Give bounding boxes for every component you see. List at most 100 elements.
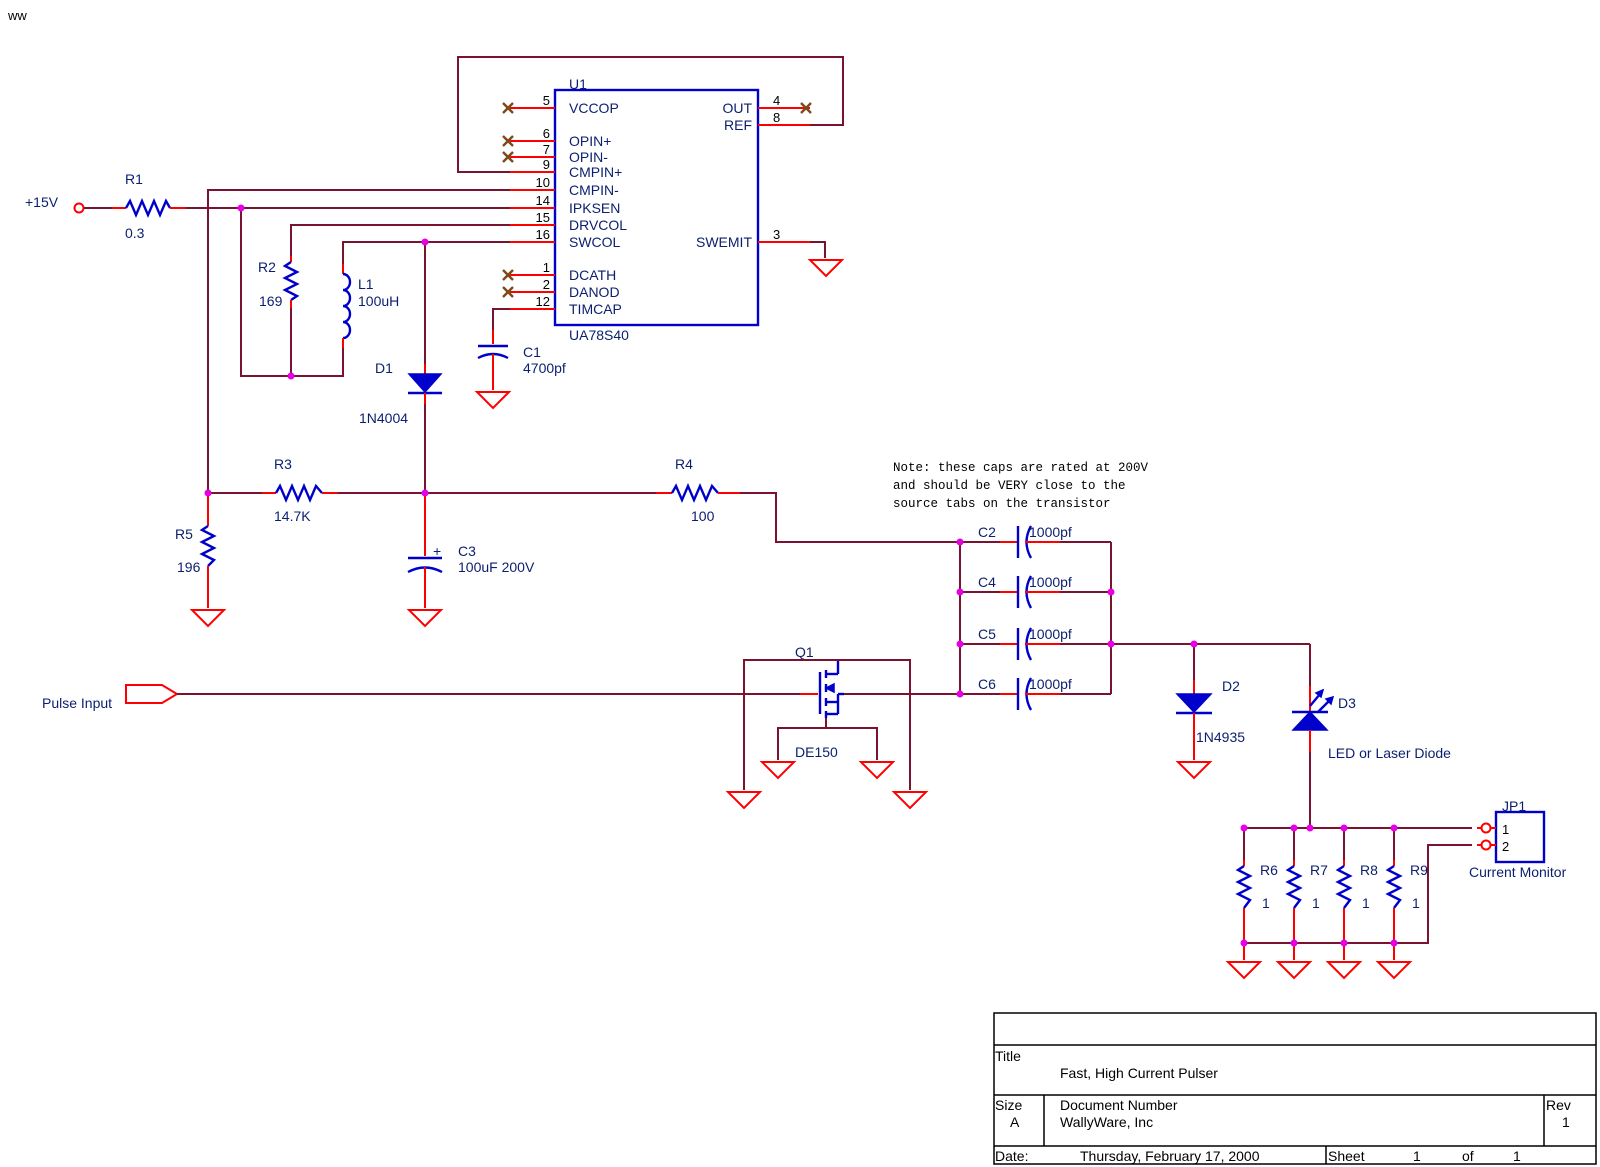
title-value: Fast, High Current Pulser bbox=[1060, 1065, 1218, 1081]
junction-dot bbox=[956, 690, 964, 698]
wire-swcol bbox=[342, 241, 510, 264]
r5-resistor bbox=[199, 525, 217, 567]
u1-pin-number: 9 bbox=[543, 157, 550, 172]
pulse-input-port[interactable] bbox=[125, 684, 179, 704]
ground-q1-c bbox=[725, 791, 763, 810]
note-line-3: source tabs on the transistor bbox=[893, 497, 1111, 511]
u1-pin-name: CMPIN- bbox=[569, 182, 619, 198]
ground-c3 bbox=[406, 609, 444, 628]
u1-pin-name: SWEMIT bbox=[696, 234, 752, 250]
of-label: of bbox=[1462, 1148, 1474, 1164]
r8-ref: R8 bbox=[1360, 862, 1378, 878]
r7-ref: R7 bbox=[1310, 862, 1328, 878]
c3-polarity: + bbox=[433, 543, 441, 559]
q1-value: DE150 bbox=[795, 744, 838, 760]
u1-pin-number: 1 bbox=[543, 260, 550, 275]
size-value: A bbox=[1010, 1114, 1020, 1130]
ground-q1-a bbox=[759, 761, 797, 780]
c4-value: 1000pf bbox=[1029, 574, 1072, 590]
ground-r8 bbox=[1325, 961, 1363, 980]
l1-inductor bbox=[342, 272, 352, 340]
c6-capacitor bbox=[960, 677, 1111, 711]
ground-swemit bbox=[807, 259, 845, 278]
wire-drvcol bbox=[290, 224, 510, 256]
ground-r5 bbox=[189, 609, 227, 628]
junction-dot bbox=[1290, 824, 1298, 832]
u1-pin-name: TIMCAP bbox=[569, 301, 622, 317]
u1-pin-number: 3 bbox=[773, 227, 780, 242]
r9-value: 1 bbox=[1412, 895, 1420, 911]
junction-dot bbox=[237, 204, 245, 212]
u1-pin-name: OPIN- bbox=[569, 149, 608, 165]
wire-sense-bottom bbox=[1244, 844, 1472, 944]
no-connect-markers bbox=[502, 102, 812, 298]
jp1-pin-2[interactable] bbox=[1480, 839, 1492, 851]
r2-value: 169 bbox=[259, 293, 283, 309]
u1-pin-number: 10 bbox=[536, 175, 550, 190]
c1-value: 4700pf bbox=[523, 360, 566, 376]
u1-pin-number: 5 bbox=[543, 93, 550, 108]
u1-pin-number: 8 bbox=[773, 110, 780, 125]
sheet-label: Sheet bbox=[1328, 1148, 1365, 1164]
ground-r7 bbox=[1275, 961, 1313, 980]
docnum-label: Document Number bbox=[1060, 1097, 1178, 1113]
sheet-value: 1 bbox=[1413, 1148, 1421, 1164]
u1-pin-name: IPKSEN bbox=[569, 200, 620, 216]
r6-ref: R6 bbox=[1260, 862, 1278, 878]
junction-dot bbox=[1340, 939, 1348, 947]
d1-diode bbox=[407, 373, 443, 394]
ground-q1-b bbox=[858, 761, 896, 780]
junction-dot bbox=[1340, 824, 1348, 832]
wire-q1-src-right bbox=[838, 659, 911, 790]
vin-label: +15V bbox=[25, 194, 59, 210]
junction-dot bbox=[287, 372, 295, 380]
jp1-pin1-label: 1 bbox=[1502, 822, 1509, 837]
junction-dot bbox=[1390, 939, 1398, 947]
wire-timcap bbox=[492, 308, 510, 330]
ground-r6 bbox=[1225, 961, 1263, 980]
d2-ref: D2 bbox=[1222, 678, 1240, 694]
wire-swemit-gnd bbox=[810, 241, 826, 258]
junction-dot bbox=[1190, 640, 1198, 648]
r5-value: 196 bbox=[177, 559, 201, 575]
junction-dot bbox=[956, 538, 964, 546]
d3-ref: D3 bbox=[1338, 695, 1356, 711]
junction-dot bbox=[1240, 939, 1248, 947]
junction-dot bbox=[1107, 588, 1115, 596]
r4-value: 100 bbox=[691, 508, 715, 524]
vin-port[interactable] bbox=[73, 202, 85, 214]
wire-r4-caps bbox=[740, 492, 957, 543]
l1-value: 100uH bbox=[358, 293, 399, 309]
r2-resistor bbox=[282, 261, 300, 301]
wire-ref-to-cmpin bbox=[457, 56, 844, 173]
u1-pin-number: 6 bbox=[543, 126, 550, 141]
d1-value: 1N4004 bbox=[359, 410, 408, 426]
jp1-value: Current Monitor bbox=[1469, 864, 1567, 880]
r1-resistor bbox=[124, 197, 172, 219]
r1-value: 0.3 bbox=[125, 225, 145, 241]
junction-dot bbox=[421, 238, 429, 246]
junction-dot bbox=[421, 489, 429, 497]
note-line-1: Note: these caps are rated at 200V bbox=[893, 461, 1149, 475]
c5-value: 1000pf bbox=[1029, 626, 1072, 642]
c5-ref: C5 bbox=[978, 626, 996, 642]
title-label: Title bbox=[995, 1048, 1021, 1064]
r3-value: 14.7K bbox=[274, 508, 311, 524]
pulse-input-label: Pulse Input bbox=[42, 695, 112, 711]
r4-resistor bbox=[670, 482, 719, 504]
note-line-2: and should be VERY close to the bbox=[893, 479, 1126, 493]
c3-value: 100uF 200V bbox=[458, 559, 535, 575]
junction-dot bbox=[956, 640, 964, 648]
jp1-pin-1[interactable] bbox=[1480, 822, 1492, 834]
c6-ref: C6 bbox=[978, 676, 996, 692]
u1-pin-name: OUT bbox=[722, 100, 752, 116]
u1-pin-name: DANOD bbox=[569, 284, 620, 300]
date-label: Date: bbox=[995, 1148, 1028, 1164]
junction-dot bbox=[1390, 824, 1398, 832]
docnum-value: WallyWare, Inc bbox=[1060, 1114, 1153, 1130]
c2-capacitor bbox=[960, 525, 1111, 559]
